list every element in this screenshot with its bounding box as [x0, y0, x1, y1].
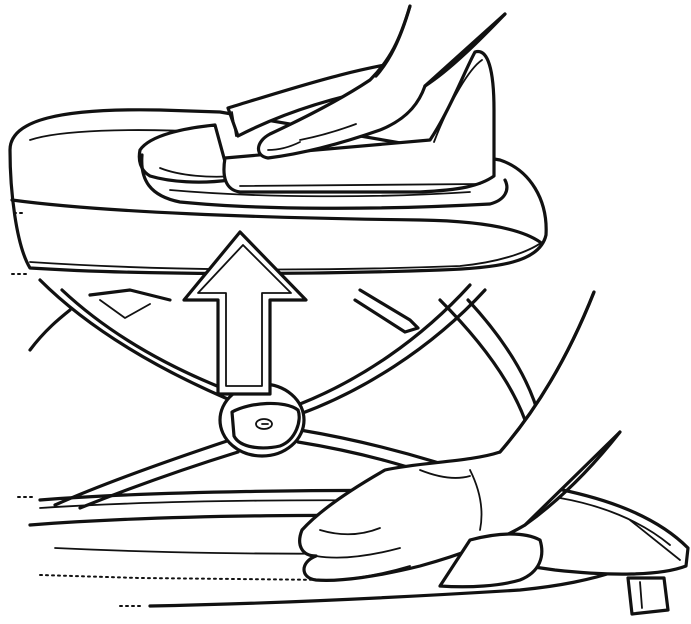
- walker-line-drawing: [0, 0, 691, 624]
- instruction-illustration: [0, 0, 691, 624]
